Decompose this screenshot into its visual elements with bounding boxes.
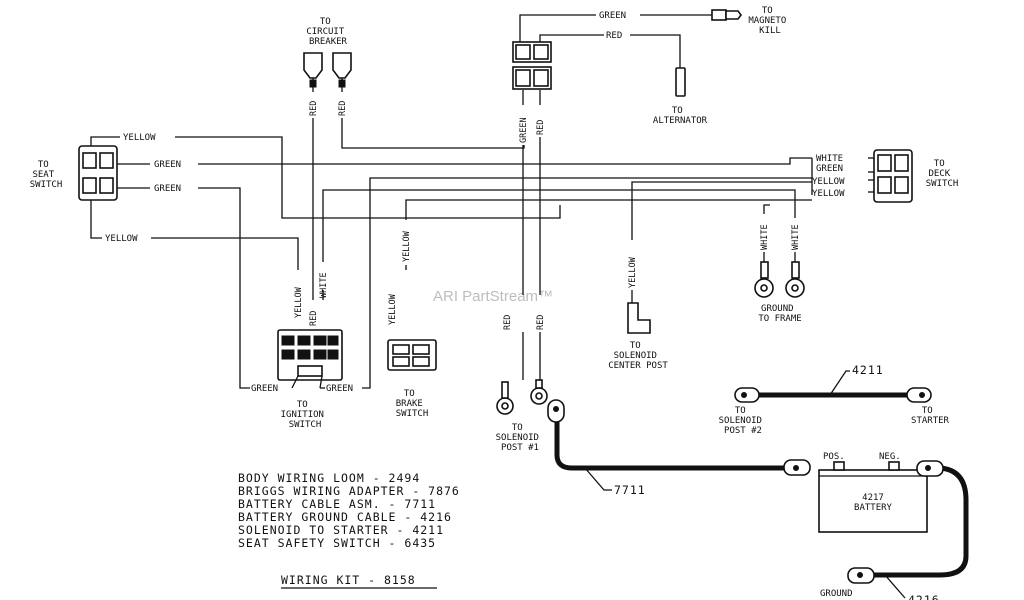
cable-4216 [847, 460, 969, 599]
dest-solenoid-post-1: TO SOLENOID POST #1 [496, 423, 545, 453]
wires [90, 14, 874, 389]
label-green-seat-lower: GREEN [154, 184, 181, 194]
kit-title: WIRING KIT - 8158 [281, 573, 416, 587]
battery-pos-label: POS. [823, 452, 845, 462]
dest-magneto-kill: TO MAGNETO KILL [748, 6, 791, 36]
label-white-deck: WHITE [816, 154, 843, 164]
seat-switch-connector [78, 145, 118, 201]
battery-name: BATTERY [854, 503, 893, 513]
parts-list-item: BODY WIRING LOOM - 2494 [238, 471, 420, 485]
alternator-plug [675, 67, 686, 97]
dest-solenoid-center-post: TO SOLENOID CENTER POST [608, 341, 668, 371]
dest-ground-to-frame: GROUND TO FRAME [758, 304, 801, 324]
kit-title-group: WIRING KIT - 8158 [281, 573, 437, 589]
label-red-ignition: RED [309, 311, 319, 326]
label-white-ground-left: WHITE [760, 224, 770, 250]
parts-list-item: BRIGGS WIRING ADAPTER - 7876 [238, 484, 460, 498]
battery [818, 461, 928, 533]
dest-ground: GROUND [820, 589, 853, 599]
label-red-post-right: RED [536, 315, 546, 330]
label-yellow-deck-1: YELLOW [812, 177, 845, 187]
solenoid-post-1-terminals [496, 379, 548, 415]
label-yellow-brake-upper: YELLOW [402, 230, 412, 262]
watermark: ARI PartStream™ [433, 288, 553, 305]
label-white-ground-right: WHITE [791, 224, 801, 250]
parts-list-item: SOLENOID TO STARTER - 4211 [238, 523, 444, 537]
label-green-ignition-right: GREEN [326, 384, 353, 394]
battery-labels: POS. NEG. 4217 BATTERY [823, 452, 901, 513]
parts-list-item: BATTERY GROUND CABLE - 4216 [238, 510, 452, 524]
dest-circuit-breaker: TO CIRCUIT BREAKER [306, 17, 349, 47]
parts-list-item: BATTERY CABLE ASM. - 7711 [238, 497, 436, 511]
dest-starter: TO STARTER [911, 406, 950, 426]
label-red-alternator: RED [606, 31, 622, 41]
label-green-ignition-left: GREEN [251, 384, 278, 394]
battery-neg-label: NEG. [879, 452, 901, 462]
dest-brake-switch: TO BRAKE SWITCH [396, 389, 429, 419]
deck-switch-connector [873, 149, 913, 203]
cable-7711 [547, 399, 811, 491]
parts-list: BODY WIRING LOOM - 2494 BRIGGS WIRING AD… [238, 471, 460, 550]
ground-to-frame-terminals [754, 261, 805, 298]
dest-deck-switch: TO DECK SWITCH [926, 159, 959, 189]
brake-switch-connector [387, 339, 437, 371]
callout-4211: 4211 [852, 363, 884, 377]
circuit-breaker-terminals [303, 52, 352, 88]
label-red-post-left: RED [503, 315, 513, 330]
label-green-seat-upper: GREEN [154, 160, 181, 170]
battery-number: 4217 [862, 493, 884, 503]
label-green-deck: GREEN [816, 164, 843, 174]
label-yellow-seat-bottom: YELLOW [105, 234, 138, 244]
dest-alternator: TO ALTERNATOR [653, 106, 708, 126]
callout-7711: 7711 [614, 483, 646, 497]
label-red-breaker-right: RED [338, 101, 348, 116]
label-yellow-seat-top: YELLOW [123, 133, 156, 143]
destination-labels: TO SEAT SWITCH TO CIRCUIT BREAKER TO MAG… [30, 6, 959, 599]
label-green-magneto: GREEN [599, 11, 626, 21]
label-green-vertical: GREEN [519, 117, 529, 143]
magneto-connector [512, 9, 742, 90]
parts-list-item: SEAT SAFETY SWITCH - 6435 [238, 536, 436, 550]
label-yellow-ignition: YELLOW [294, 286, 304, 318]
label-red-breaker-left: RED [309, 101, 319, 116]
dest-solenoid-post-2: TO SOLENOID POST #2 [719, 406, 768, 436]
cable-4211 [734, 370, 932, 403]
label-yellow-center-post: YELLOW [628, 256, 638, 288]
dest-seat-switch: TO SEAT SWITCH [30, 160, 63, 190]
label-red-vertical: RED [536, 120, 546, 135]
dest-ignition-switch: TO IGNITION SWITCH [281, 400, 330, 430]
callout-4216: 4216 [908, 593, 940, 600]
wire-labels: YELLOW GREEN GREEN YELLOW RED RED YELLOW… [105, 11, 845, 394]
label-yellow-brake-lower: YELLOW [388, 293, 398, 325]
ignition-switch-connector [277, 329, 343, 389]
cable-callouts: 4211 7711 4216 [614, 363, 940, 600]
label-white-ignition: WHITE [319, 272, 329, 298]
solenoid-center-post-connector [627, 302, 651, 334]
label-yellow-deck-2: YELLOW [812, 189, 845, 199]
